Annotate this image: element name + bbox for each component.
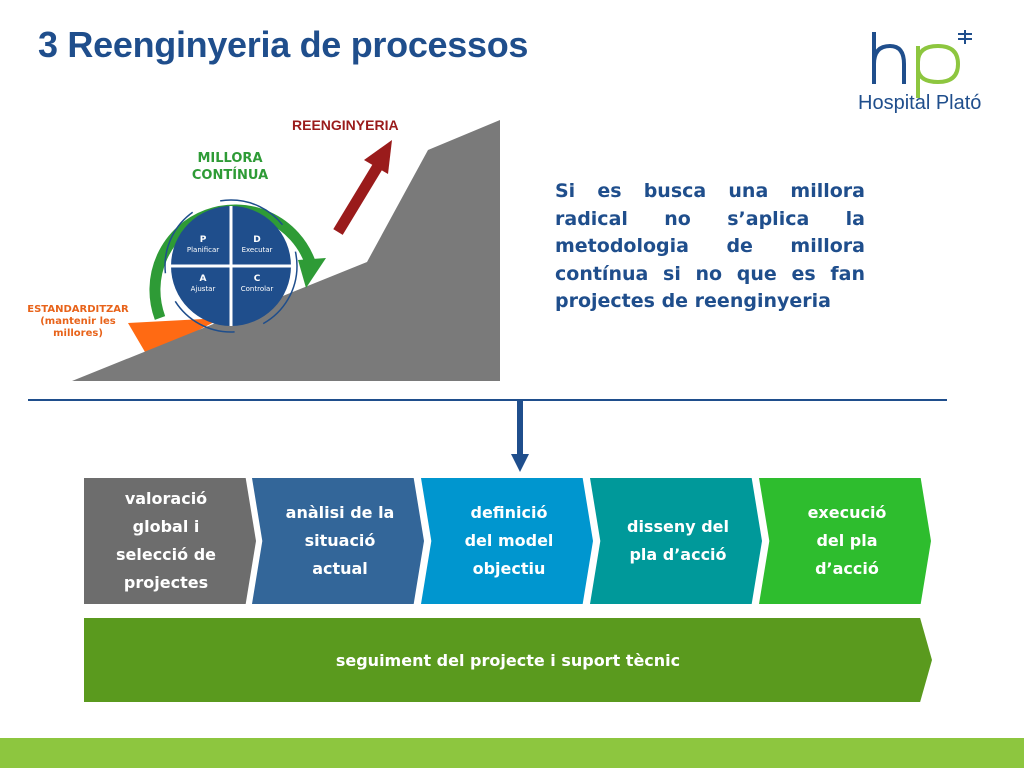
seguiment-banner: seguiment del projecte i suport tècnic: [84, 618, 932, 702]
millora-arrowhead: [298, 258, 326, 288]
reenginyeria-arrowhead: [364, 140, 392, 174]
pdca-a-letter: A: [200, 274, 207, 284]
improvement-diagram: P Planificar D Executar A Ajustar C Cont…: [72, 120, 500, 381]
estandarditzar-label: ESTANDARDITZAR (mantenir les millores): [27, 304, 129, 339]
pdca-d-letter: D: [253, 235, 260, 245]
down-arrow: [511, 400, 529, 472]
side-text: Si es busca una millora radical no s’apl…: [555, 180, 865, 312]
step-execucio: execució del pla d’acció: [759, 478, 931, 604]
step-analisi: anàlisi de la situació actual: [252, 478, 424, 604]
hospital-logo: [872, 30, 972, 98]
step-definicio: definició del model objectiu: [421, 478, 593, 604]
page-title: 3 Reenginyeria de processos: [38, 24, 529, 65]
divider-line: [28, 399, 947, 401]
logo-name: Hospital Plató: [858, 92, 982, 114]
pdca-c-text: Controlar: [241, 285, 274, 293]
pdca-p-text: Planificar: [187, 246, 219, 254]
slope-shape: [72, 120, 500, 381]
estandarditzar-wedge: [128, 318, 222, 352]
footer-bar: [0, 738, 1024, 768]
pdca-c-letter: C: [254, 274, 261, 284]
pdca-inner-ring: [164, 199, 298, 333]
step-disseny: disseny del pla d’acció: [590, 478, 762, 604]
millora-label: MILLORA CONTÍNUA: [191, 151, 269, 183]
pdca-p-letter: P: [200, 235, 207, 245]
pdca-a-text: Ajustar: [191, 285, 216, 293]
reenginyeria-label: REENGINYERIA: [292, 117, 399, 133]
step-valoracio: valoració global i selecció de projectes: [84, 478, 256, 604]
pdca-d-text: Executar: [242, 246, 273, 254]
